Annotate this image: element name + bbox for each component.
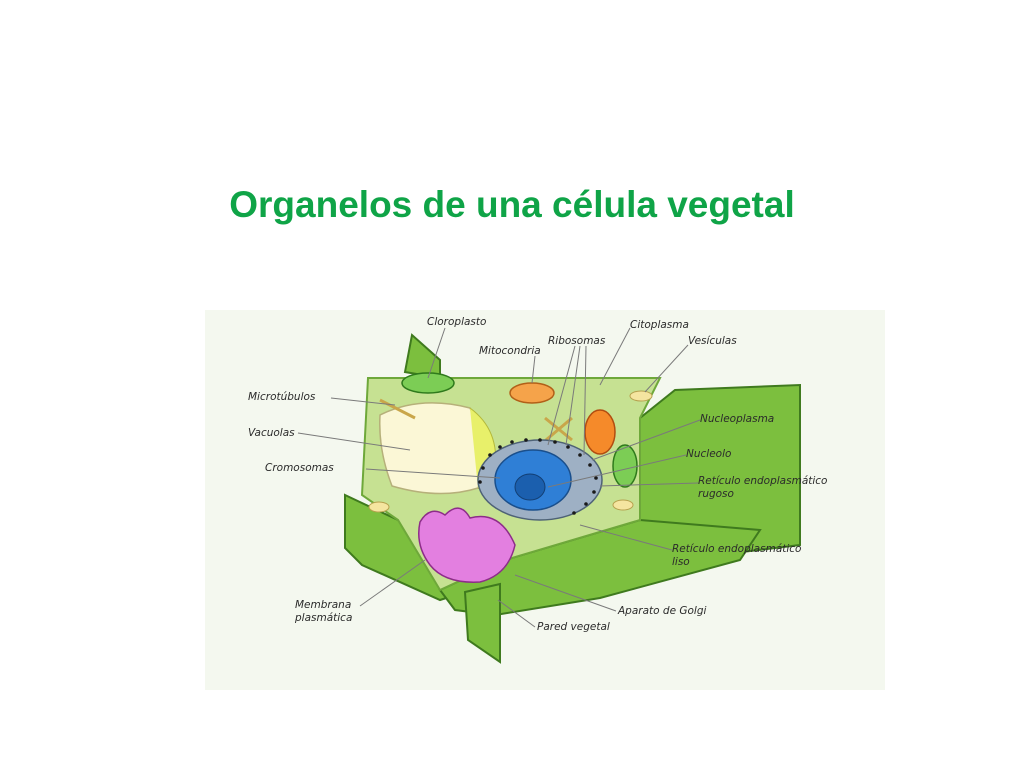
mitochondrion-right xyxy=(584,409,616,455)
label-rel-line1: Retículo endoplasmático xyxy=(672,543,801,555)
label-vacuolas: Vacuolas xyxy=(248,427,295,439)
label-microtubulos: Microtúbulos xyxy=(248,391,316,403)
label-aparato-golgi: Aparato de Golgi xyxy=(617,605,707,617)
label-vesiculas: Vesículas xyxy=(688,335,737,347)
label-ribosomas: Ribosomas xyxy=(548,335,606,347)
label-nucleolo: Nucleolo xyxy=(686,448,731,460)
label-rer-line1: Retículo endoplasmático xyxy=(698,475,827,487)
label-pared-vegetal: Pared vegetal xyxy=(537,621,610,633)
label-cromosomas: Cromosomas xyxy=(265,462,334,474)
mitochondrion-top xyxy=(509,382,555,404)
golgi-apparatus xyxy=(418,507,516,583)
slide-title: Organelos de una célula vegetal xyxy=(229,184,795,225)
ribosomes xyxy=(478,438,598,515)
vesicle-1 xyxy=(629,390,653,402)
label-leaders xyxy=(297,327,701,628)
chloroplast-top xyxy=(401,372,455,394)
label-mitocondria: Mitocondria xyxy=(479,345,541,357)
microtubule-1 xyxy=(379,398,416,420)
label-citoplasma: Citoplasma xyxy=(630,319,689,331)
label-membrana-line2: plasmática xyxy=(294,612,352,624)
label-nucleoplasma: Nucleoplasma xyxy=(700,413,774,425)
label-rel-line2: liso xyxy=(672,556,690,568)
vesicle-2 xyxy=(368,501,390,513)
vesicle-3 xyxy=(612,499,634,511)
label-cloroplasto: Cloroplasto xyxy=(427,316,486,328)
nucleolus xyxy=(514,473,546,501)
label-rer-line2: rugoso xyxy=(698,488,734,500)
label-membrana-line1: Membrana xyxy=(295,599,351,611)
cell-wall-front-flap xyxy=(463,582,501,664)
